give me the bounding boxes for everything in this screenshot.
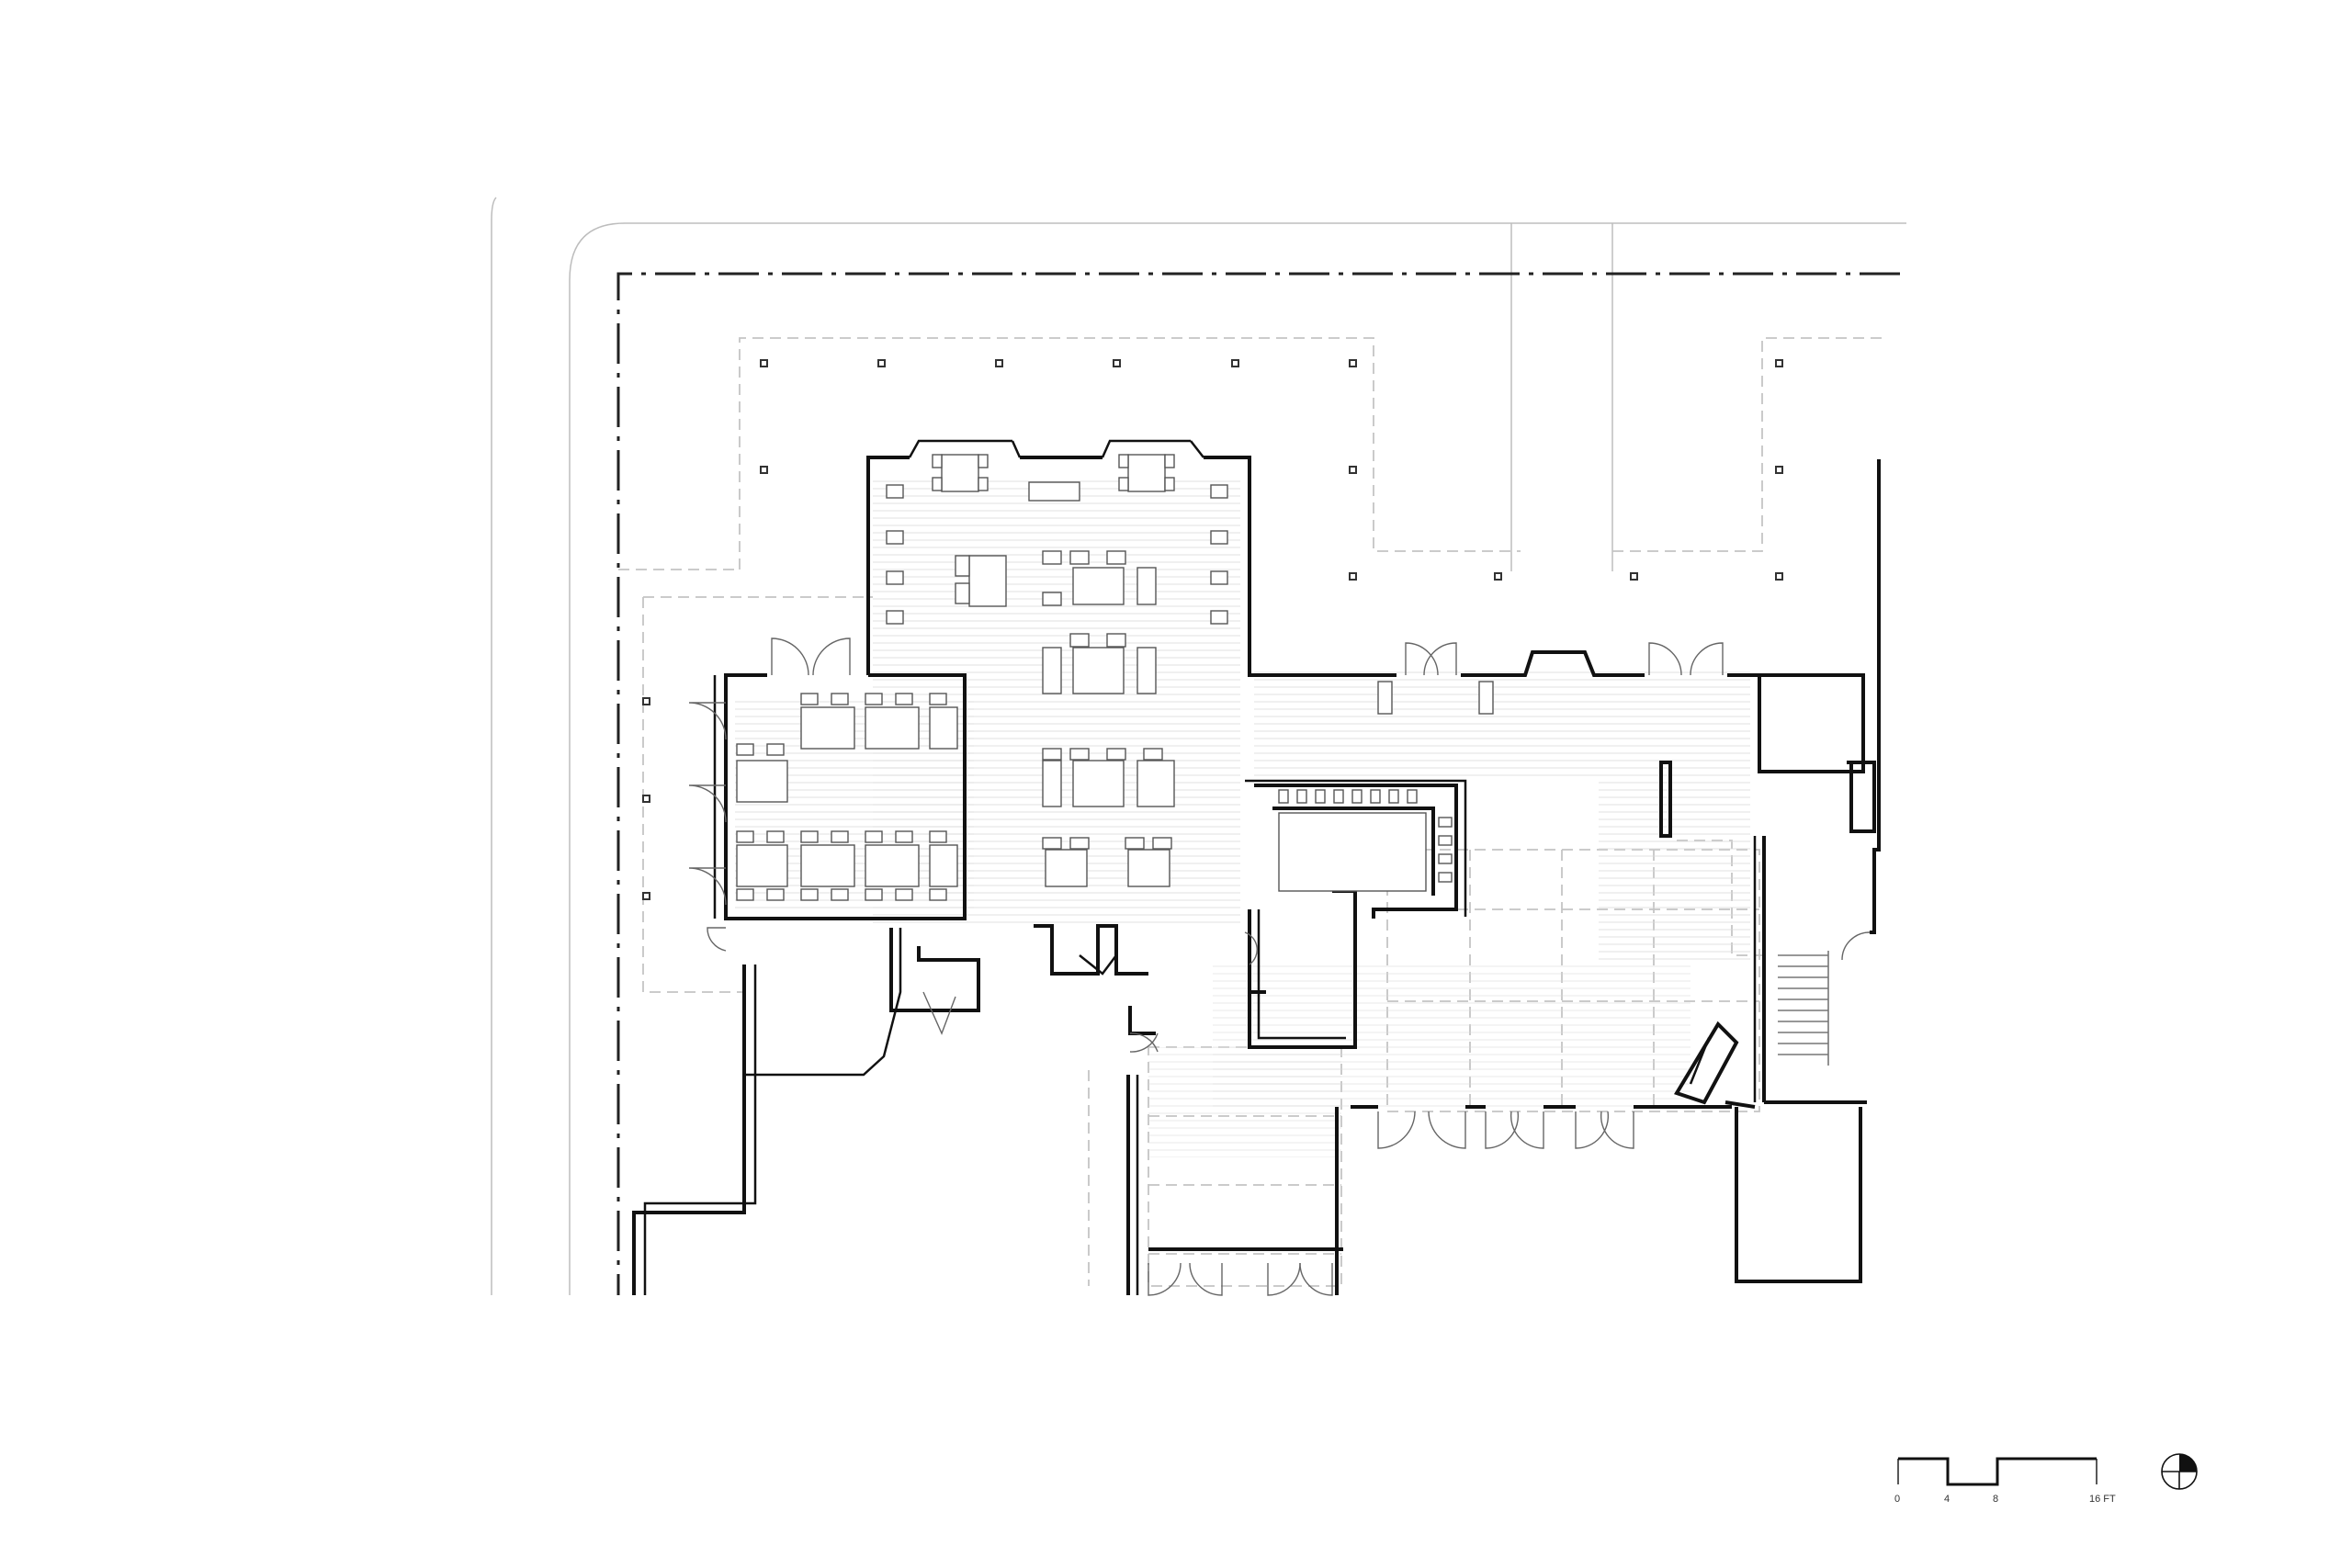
doors: [688, 637, 1871, 1296]
scale-tick-0: 0: [1894, 1494, 1900, 1505]
scale-tick-8: 8: [1993, 1494, 1998, 1505]
north-arrow-icon: [2161, 1453, 2198, 1490]
stairs: [1778, 951, 1829, 1066]
property-line: [616, 272, 1900, 1295]
structural-posts: [642, 359, 1783, 900]
scale-tick-4: 4: [1944, 1494, 1950, 1505]
scale-bar: 0 4 8 16 FT: [1894, 1457, 2116, 1505]
building-walls: [632, 439, 1881, 1295]
scale-tick-16-ft: 16 FT: [2089, 1494, 2116, 1505]
street-curbs: [491, 197, 1906, 1295]
dining-tables: [736, 454, 1494, 901]
bar-counter: [1278, 789, 1453, 892]
